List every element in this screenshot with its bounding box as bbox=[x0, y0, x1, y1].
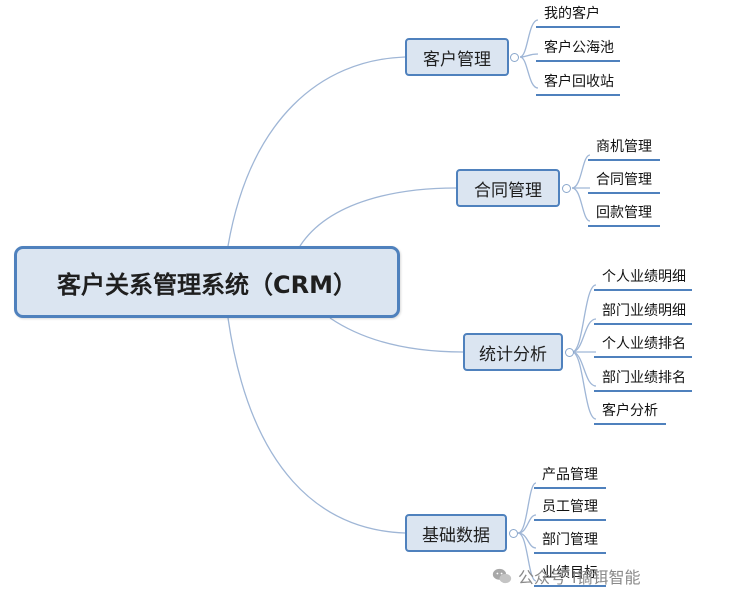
leaf-label: 部门管理 bbox=[542, 532, 598, 548]
leaf-label: 客户公海池 bbox=[544, 40, 614, 56]
branch-label: 统计分析 bbox=[479, 344, 547, 365]
connector-root-to-stats bbox=[329, 317, 464, 353]
leaf-node[interactable]: 部门业绩排名 bbox=[594, 367, 692, 392]
leaf-node[interactable]: 我的客户 bbox=[536, 3, 620, 28]
leaf-node[interactable]: 员工管理 bbox=[534, 496, 606, 521]
leaf-node[interactable]: 部门管理 bbox=[534, 529, 606, 554]
watermark: 公众号 i镝铒智能 bbox=[492, 564, 640, 588]
branch-node-base-data[interactable]: 基础数据 bbox=[405, 514, 507, 552]
leaf-label: 合同管理 bbox=[596, 172, 652, 188]
branch-label: 合同管理 bbox=[474, 180, 542, 201]
leaf-node[interactable]: 个人业绩排名 bbox=[594, 333, 692, 358]
leaf-label: 客户回收站 bbox=[544, 74, 614, 90]
collapse-toggle-icon[interactable] bbox=[509, 529, 518, 538]
connector-root-to-contract bbox=[299, 187, 457, 247]
root-node-label: 客户关系管理系统（CRM） bbox=[57, 270, 357, 299]
branch-label: 基础数据 bbox=[422, 525, 490, 546]
leaf-node[interactable]: 客户分析 bbox=[594, 400, 666, 425]
leaf-node[interactable]: 部门业绩明细 bbox=[594, 300, 692, 325]
leaf-label: 我的客户 bbox=[544, 6, 600, 22]
leaf-node[interactable]: 商机管理 bbox=[588, 136, 660, 161]
leaf-label: 客户分析 bbox=[602, 403, 658, 419]
leaf-label: 业绩目标 bbox=[542, 565, 598, 581]
wechat-icon bbox=[492, 568, 512, 584]
leaf-label: 商机管理 bbox=[596, 139, 652, 155]
branch-node-customer-management[interactable]: 客户管理 bbox=[405, 38, 509, 76]
branch-label: 客户管理 bbox=[423, 49, 491, 70]
leaf-node[interactable]: 业绩目标 bbox=[534, 562, 606, 587]
leaf-label: 个人业绩排名 bbox=[602, 336, 686, 352]
leaf-label: 员工管理 bbox=[542, 499, 598, 515]
leaf-label: 产品管理 bbox=[542, 467, 598, 483]
leaf-node[interactable]: 客户公海池 bbox=[536, 37, 620, 62]
collapse-toggle-icon[interactable] bbox=[510, 53, 519, 62]
leaf-label: 个人业绩明细 bbox=[602, 269, 686, 285]
root-node[interactable]: 客户关系管理系统（CRM） bbox=[14, 246, 400, 318]
watermark-name: i镝铒智能 bbox=[572, 568, 641, 587]
leaf-node[interactable]: 个人业绩明细 bbox=[594, 266, 692, 291]
connector-root-to-customer bbox=[227, 56, 406, 247]
leaf-node[interactable]: 客户回收站 bbox=[536, 71, 620, 96]
leaf-label: 回款管理 bbox=[596, 205, 652, 221]
leaf-node[interactable]: 回款管理 bbox=[588, 202, 660, 227]
leaf-node[interactable]: 合同管理 bbox=[588, 169, 660, 194]
watermark-prefix: 公众号 bbox=[518, 568, 567, 587]
leaf-label: 部门业绩明细 bbox=[602, 303, 686, 319]
branch-node-statistics-analysis[interactable]: 统计分析 bbox=[463, 333, 563, 371]
branch-node-contract-management[interactable]: 合同管理 bbox=[456, 169, 560, 207]
collapse-toggle-icon[interactable] bbox=[562, 184, 571, 193]
connector-root-to-basedata bbox=[227, 317, 406, 534]
leaf-label: 部门业绩排名 bbox=[602, 370, 686, 386]
leaf-node[interactable]: 产品管理 bbox=[534, 464, 606, 489]
collapse-toggle-icon[interactable] bbox=[565, 348, 574, 357]
